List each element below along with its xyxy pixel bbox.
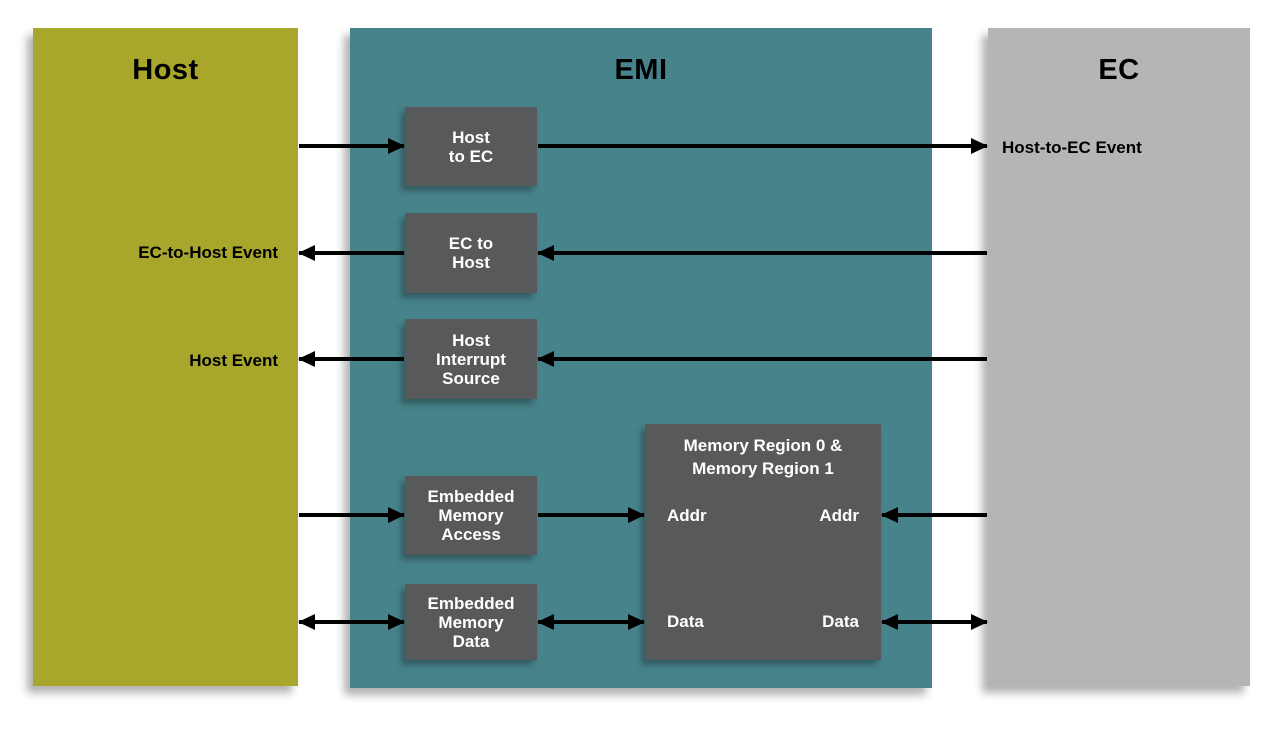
block-host-interrupt-source: Host Interrupt Source <box>405 319 537 399</box>
block-memory-region: Memory Region 0 & Memory Region 1 Addr A… <box>645 424 881 660</box>
arrowhead-left-icon <box>298 614 315 630</box>
arrow-ec-to-ectohost <box>537 245 988 261</box>
arrow-memaccess-to-addr <box>537 507 645 523</box>
arrowhead-right-icon <box>388 507 405 523</box>
arrowhead-right-icon <box>388 138 405 154</box>
arrowhead-left-icon <box>537 614 554 630</box>
host-column: Host <box>33 28 298 686</box>
arrow-ec-to-interruptsource <box>537 351 988 367</box>
port-addr-right: Addr <box>819 506 859 525</box>
port-addr-left: Addr <box>667 506 707 525</box>
block-host-to-ec-line1: Host <box>452 127 490 147</box>
arrowhead-right-icon <box>388 614 405 630</box>
arrow-host-memdata-bidirectional <box>298 614 405 630</box>
arrow-line <box>538 144 987 148</box>
arrow-host-to-memaccess <box>298 507 405 523</box>
arrowhead-right-icon <box>971 614 988 630</box>
block-embedded-memory-data-line2: Memory <box>438 612 504 632</box>
arrow-hosttoec-to-ec <box>537 138 988 154</box>
arrow-line <box>299 620 404 624</box>
block-host-interrupt-source-line1: Host <box>452 330 490 350</box>
block-host-interrupt-source-line3: Source <box>442 368 500 388</box>
block-embedded-memory-access: Embedded Memory Access <box>405 476 537 555</box>
arrow-line <box>299 513 404 517</box>
block-host-to-ec: Host to EC <box>405 107 537 186</box>
label-host-to-ec-event: Host-to-EC Event <box>1002 138 1142 157</box>
block-ec-to-host-line1: EC to <box>448 234 494 253</box>
arrowhead-left-icon <box>537 245 554 261</box>
arrow-ec-to-addr <box>881 507 988 523</box>
arrow-line <box>299 251 404 255</box>
ec-column-title: EC <box>1098 54 1140 86</box>
arrowhead-left-icon <box>881 614 898 630</box>
arrow-line <box>538 513 644 517</box>
memory-region-title: Memory Region 0 & Memory Region 1 <box>645 424 881 480</box>
arrow-line <box>538 357 987 361</box>
host-column-title: Host <box>132 54 199 86</box>
arrowhead-right-icon <box>628 507 645 523</box>
block-embedded-memory-access-line3: Access <box>441 525 501 544</box>
port-data-right: Data <box>822 612 859 631</box>
arrow-ectohost-to-host <box>298 245 405 261</box>
arrowhead-left-icon <box>298 245 315 261</box>
memory-region-title-line1: Memory Region 0 & <box>683 436 843 455</box>
arrow-line <box>299 144 404 148</box>
block-embedded-memory-access-line1: Embedded <box>427 487 515 506</box>
emi-column-title: EMI <box>614 54 668 86</box>
arrow-line <box>299 357 404 361</box>
label-host-event: Host Event <box>189 351 278 370</box>
arrowhead-left-icon <box>298 351 315 367</box>
block-ec-to-host-line2: Host <box>452 253 490 272</box>
arrow-memdata-data-bidirectional <box>537 614 645 630</box>
arrowhead-right-icon <box>628 614 645 630</box>
ec-column: EC <box>988 28 1250 686</box>
block-host-interrupt-source-line2: Interrupt <box>436 349 506 369</box>
arrow-line <box>538 251 987 255</box>
arrow-line <box>882 620 987 624</box>
arrowhead-left-icon <box>537 351 554 367</box>
memory-region-title-line2: Memory Region 1 <box>692 459 834 478</box>
arrowhead-left-icon <box>881 507 898 523</box>
arrow-host-to-hosttoec <box>298 138 405 154</box>
block-host-to-ec-line2: to EC <box>448 146 494 166</box>
arrow-line <box>882 513 987 517</box>
arrow-interruptsource-to-host <box>298 351 405 367</box>
arrow-ec-data-bidirectional <box>881 614 988 630</box>
block-embedded-memory-access-line2: Memory <box>438 506 504 525</box>
arrowhead-right-icon <box>971 138 988 154</box>
block-embedded-memory-data-line1: Embedded <box>427 593 515 613</box>
arrow-line <box>538 620 644 624</box>
block-embedded-memory-data-line3: Data <box>452 631 490 651</box>
block-embedded-memory-data: Embedded Memory Data <box>405 584 537 660</box>
port-data-left: Data <box>667 612 704 631</box>
label-ec-to-host-event: EC-to-Host Event <box>138 243 278 262</box>
block-ec-to-host: EC to Host <box>405 213 537 293</box>
